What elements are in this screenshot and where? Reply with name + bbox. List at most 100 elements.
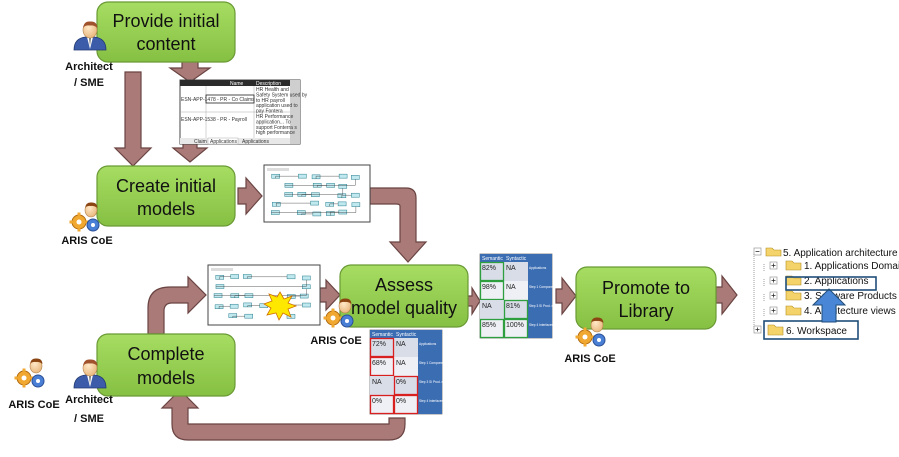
architect-label-top-line1: Architect [65,61,113,73]
tree-item-label[interactable]: 3. Software Products [804,291,897,302]
quality-note-cell [418,338,442,357]
quality-note: Step 1 Components [419,361,448,365]
spreadsheet-header-desc: Description [256,81,281,87]
arrow-model-to-assess [369,187,428,263]
model-diagram-initial-shapes [267,168,361,217]
quality-note-cell [418,376,442,395]
model-node [351,202,361,207]
model-node [286,274,296,280]
model-connector [330,211,339,216]
spreadsheet-desc-line: HR Performance [256,114,293,120]
arrow-promote-to-tree [715,274,738,316]
quality-score-outline [369,337,395,358]
quality-score: NA [396,360,406,367]
tree-item-label[interactable]: 2. Applications [804,276,869,287]
spreadsheet-desc-line: support Fonterra s [256,125,297,131]
arrow-table-to-promote [555,276,577,316]
tree-root-label[interactable]: 5. Application architecture [783,248,898,259]
quality-score: NA [372,379,382,386]
model-connector [301,213,313,215]
model-connector [215,279,307,287]
assess-label-line2: model quality [351,298,457,318]
model-node [302,275,311,281]
quality-score: 0% [396,398,406,405]
model-node [230,274,239,279]
quality-header-cell: Semantic [482,256,503,262]
model-diagram-initial [263,164,371,223]
workspace-highlight [763,320,859,340]
spreadsheet-desc-line: to HR payroll [256,98,285,104]
quality-note: Applications [419,342,437,346]
quality-header-cell: Syntactic [506,256,527,262]
arrow-complete-to-model [147,275,207,335]
move-up-arrow-icon [811,288,847,323]
model-node [338,184,348,189]
spreadsheet-tab2[interactable]: Applications [210,139,237,145]
quality-note-cell [528,300,552,319]
spreadsheet-desc-line: application... To [256,119,291,125]
quality-note-cell [528,262,552,281]
quality-score: 0% [396,379,406,386]
folder-icon [767,324,784,336]
model-connector [247,305,260,307]
coe-label-promote: ARIS CoE [564,353,615,365]
model-node [338,173,348,179]
spreadsheet-tab1[interactable]: Claim [194,139,207,145]
quality-score-outline [369,356,395,377]
model-connector [284,179,356,186]
box-complete-models: Complete models [96,333,236,397]
quality-score-outline [503,299,529,320]
arrow-create-to-model [237,176,263,216]
quality-score-outline [369,394,395,415]
model-node [337,201,347,207]
quality-score-outline [479,280,505,301]
arrow-table-to-complete [160,389,406,441]
model-node [351,192,360,198]
box-assess-model-quality: Assess model quality [339,264,469,328]
model-connector [315,175,340,179]
quality-header-cell: Semantic [372,332,393,338]
model-connector [232,315,245,318]
coe-label-complete: ARIS CoE [8,399,59,411]
folder-icon [785,290,802,301]
quality-score: NA [482,303,492,310]
quality-note-cell [418,395,442,414]
quality-score: NA [506,284,516,291]
box-promote-to-library: Promote to Library [575,266,717,330]
complete-label-line1: Complete [127,344,204,364]
box-provide-initial-content: Provide initial content [96,1,236,63]
model-connector [341,195,352,198]
tree-item-label[interactable]: 1. Applications Domain [804,261,899,272]
coe-icon-create [69,201,100,232]
model-node [302,302,311,308]
quality-score: NA [396,341,406,348]
model-connector [316,185,327,188]
model-connector [275,175,299,179]
arrow-provide-to-spreadsheet [168,59,212,83]
arrow-provide-to-create [113,71,153,167]
quality-note: Applications [529,266,547,270]
spreadsheet-tab3[interactable]: Applications [242,139,269,145]
tree-item-label[interactable]: 4. Architecture views [804,306,896,317]
tree-workspace-label[interactable]: 6. Workspace [786,326,847,337]
coe-label-create: ARIS CoE [61,235,112,247]
quality-note: Step 4 Interfaces [419,399,444,403]
architect-label-top-line2: / SME [74,77,104,89]
quality-note: Step 1 Components [529,285,558,289]
spreadsheet-desc-line: high performance [256,130,295,136]
quality-note: Step 3 SI Prod. etc [529,304,556,308]
quality-score-outline [393,375,419,396]
model-node [299,293,309,299]
model-connector [247,276,288,279]
quality-table-header [370,330,442,338]
assess-label-line1: Assess [375,275,433,295]
model-node [351,175,360,180]
quality-score: 81% [506,303,520,310]
model-diagram-errors [207,264,321,326]
quality-note-cell [418,357,442,376]
spreadsheet-desc-line: HR Health and [256,87,289,93]
quality-score-outline [393,394,419,415]
